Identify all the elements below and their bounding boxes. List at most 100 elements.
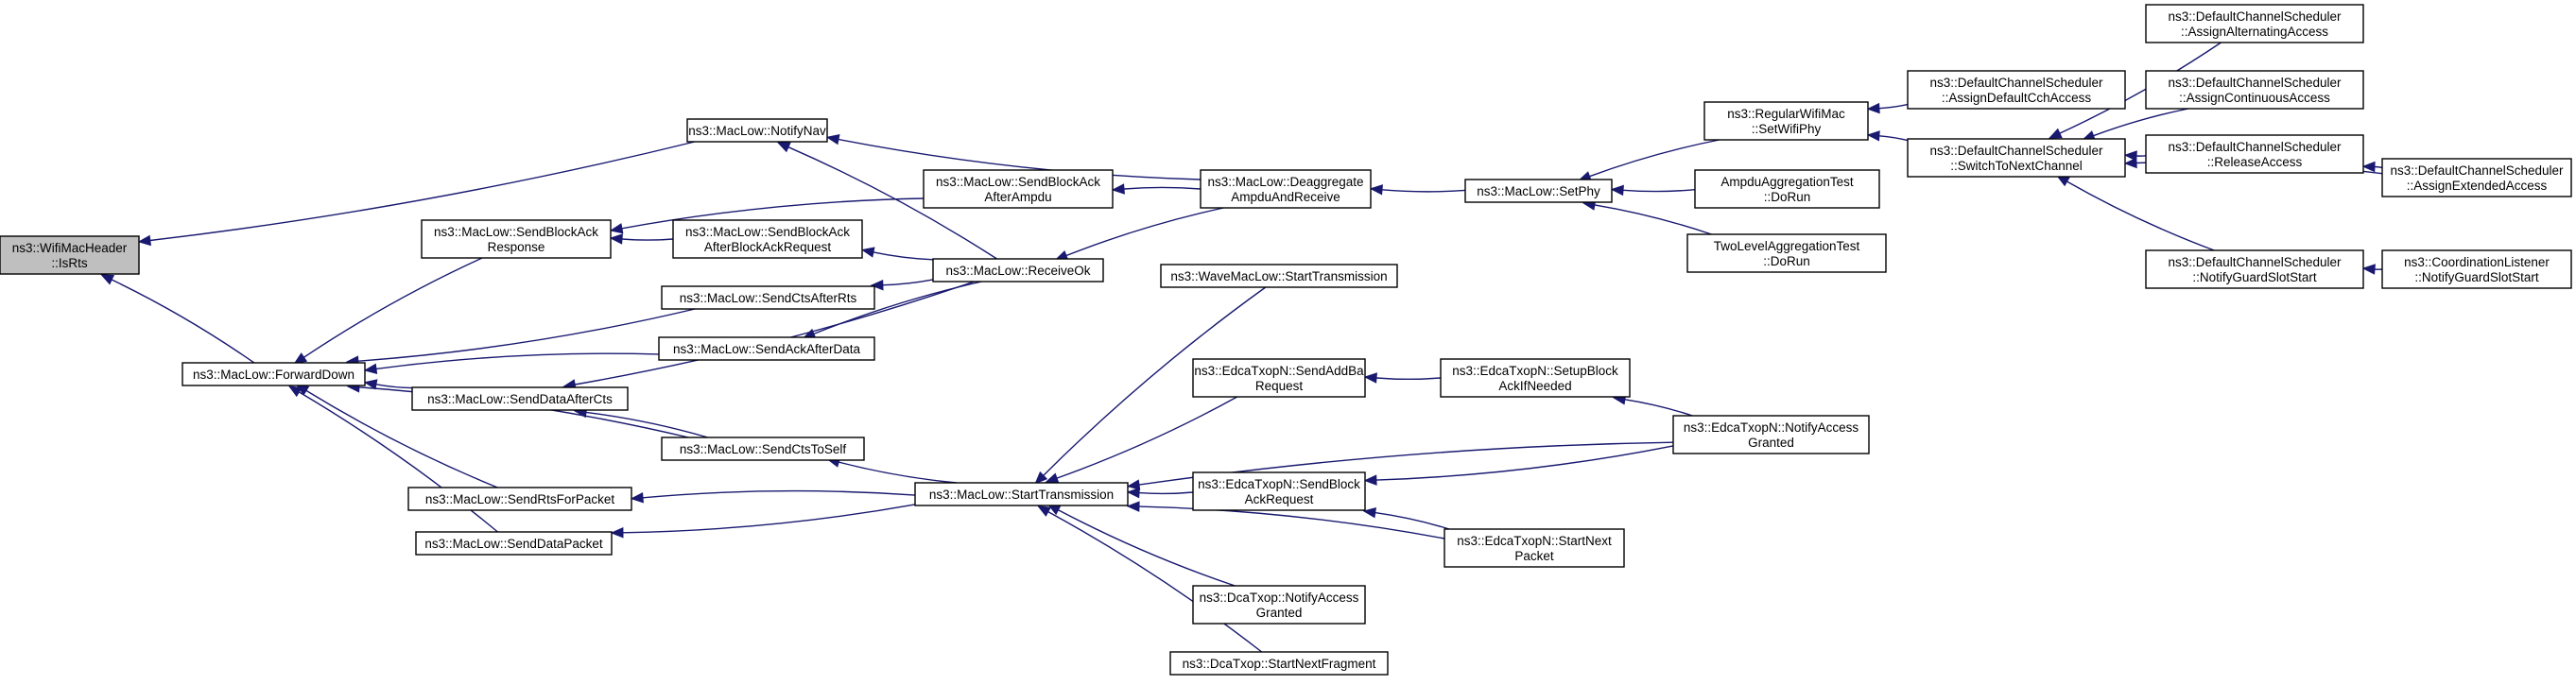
edge-line — [1138, 491, 1194, 495]
edge-twoleveltest-to-setphy — [1582, 199, 1712, 235]
edge-forwarddown-to-isrts — [100, 274, 255, 364]
node-label: ns3::MacLow::ForwardDown — [193, 368, 354, 382]
node-label: ns3::MacLow::SendDataPacket — [424, 537, 603, 551]
edge-line — [1056, 396, 1238, 479]
node-label: AmpduAggregationTest — [1720, 175, 1854, 189]
node-label: ::AssignContinuousAccess — [2179, 91, 2330, 105]
node-box — [411, 386, 629, 411]
edge-line — [1138, 505, 1445, 539]
node-label: ns3::RegularWifiMac — [1727, 107, 1845, 121]
node-sendctsafterrts[interactable]: ns3::MacLow::SendCtsAfterRts — [661, 285, 875, 310]
node-notifyguardslot[interactable]: ns3::DefaultChannelScheduler::NotifyGuar… — [2145, 249, 2364, 289]
node-label: TwoLevelAggregationTest — [1714, 239, 1860, 253]
node-senddataaftercts[interactable]: ns3::MacLow::SendDataAfterCts — [411, 386, 629, 411]
node-regularsetwifiphy[interactable]: ns3::RegularWifiMac::SetWifiPhy — [1703, 101, 1869, 141]
node-box — [1192, 358, 1366, 398]
edge-line — [298, 391, 498, 533]
node-label: ::NotifyGuardSlotStart — [2192, 270, 2317, 284]
node-box — [407, 487, 632, 511]
edge-dcanotifyaccess-to-starttransmission — [1046, 504, 1236, 587]
edge-line — [111, 279, 255, 364]
node-label: ns3::MacLow::SendAckAfterData — [673, 342, 861, 356]
node-assigndefaultcch[interactable]: ns3::DefaultChannelScheduler::AssignDefa… — [1907, 70, 2126, 110]
edge-line — [1375, 377, 1442, 381]
node-box — [1907, 70, 2126, 110]
arrowhead-icon — [1866, 130, 1880, 142]
node-box — [2381, 158, 2572, 197]
edge-edcanotifyaccess-to-setupblockack — [1612, 394, 1693, 417]
node-box — [914, 482, 1129, 506]
arrowhead-icon — [287, 385, 303, 398]
node-box — [2145, 134, 2364, 174]
node-box — [0, 235, 140, 275]
edge-dcastartnextfrag-to-starttransmission — [1037, 505, 1263, 653]
node-coordnotifyguard[interactable]: ns3::CoordinationListener::NotifyGuardSl… — [2381, 249, 2572, 289]
node-label: ns3::MacLow::SendBlockAck — [434, 225, 598, 239]
node-assigncontinuous[interactable]: ns3::DefaultChannelScheduler::AssignCont… — [2145, 70, 2364, 110]
edge-line — [873, 251, 934, 261]
node-switchtonext[interactable]: ns3::DefaultChannelScheduler::SwitchToNe… — [1907, 138, 2126, 178]
node-box — [421, 219, 612, 259]
node-label: ::ReleaseAccess — [2207, 155, 2303, 169]
node-label: ::SwitchToNextChannel — [1950, 159, 2083, 173]
node-label: ns3::DcaTxop::StartNextFragment — [1183, 657, 1376, 671]
node-assignextended[interactable]: ns3::DefaultChannelScheduler::AssignExte… — [2381, 158, 2572, 197]
arrowhead-icon — [2123, 150, 2137, 162]
edge-line — [2066, 180, 2215, 251]
edge-notifyguardslot-to-switchtonext — [2056, 175, 2215, 251]
node-box — [1703, 101, 1869, 141]
node-isrts[interactable]: ns3::WifiMacHeader::IsRts — [0, 235, 140, 275]
node-sendackafterdata[interactable]: ns3::MacLow::SendAckAfterData — [658, 336, 875, 361]
node-box — [2381, 249, 2572, 289]
node-sendblockackafterreq[interactable]: ns3::MacLow::SendBlockAckAfterBlockAckRe… — [672, 219, 863, 259]
node-releaseaccess[interactable]: ns3::DefaultChannelScheduler::ReleaseAcc… — [2145, 134, 2364, 174]
node-notifynav[interactable]: ns3::MacLow::NotifyNav — [686, 118, 828, 143]
edge-assignextended-to-releaseaccess — [2361, 161, 2383, 173]
node-forwarddown[interactable]: ns3::MacLow::ForwardDown — [182, 362, 366, 386]
edge-senddatapacket-to-forwarddown — [287, 385, 498, 533]
edge-releaseaccess-to-switchtonext — [2123, 150, 2147, 162]
arrowhead-icon — [1363, 474, 1377, 486]
node-dcastartnextfrag[interactable]: ns3::DcaTxop::StartNextFragment — [1169, 651, 1389, 676]
edge-sendblockackresp-to-forwarddown — [293, 257, 483, 365]
node-label: ::DoRun — [1763, 254, 1810, 268]
node-label: ns3::EdcaTxopN::SendBlock — [1198, 477, 1360, 491]
edge-line — [303, 257, 483, 358]
node-senddatapacket[interactable]: ns3::MacLow::SendDataPacket — [415, 531, 613, 556]
node-receiveok[interactable]: ns3::MacLow::ReceiveOk — [932, 258, 1104, 283]
node-box — [2145, 249, 2364, 289]
node-label: ns3::MacLow::NotifyNav — [688, 124, 826, 138]
edge-setphy-to-deaggregate — [1369, 184, 1466, 196]
node-label: ::AssignAlternatingAccess — [2181, 25, 2328, 39]
arrowhead-icon — [1126, 479, 1141, 490]
node-setphy[interactable]: ns3::MacLow::SetPhy — [1464, 179, 1613, 203]
edge-line — [1065, 207, 1224, 257]
arrowhead-icon — [2361, 264, 2376, 275]
node-sendrtsforpacket[interactable]: ns3::MacLow::SendRtsForPacket — [407, 487, 632, 511]
node-ampdutest[interactable]: AmpduAggregationTest::DoRun — [1694, 169, 1880, 209]
edge-sendblockackafterreq-to-sendblockackresp — [609, 233, 674, 245]
node-box — [923, 169, 1114, 209]
node-wavestarttx[interactable]: ns3::WaveMacLow::StartTransmission — [1160, 264, 1398, 288]
node-box — [2145, 70, 2364, 110]
edge-setupblockack-to-sendaddba — [1363, 372, 1442, 384]
node-assignalternating[interactable]: ns3::DefaultChannelScheduler::AssignAlte… — [2145, 4, 2364, 43]
edge-notifynav-to-isrts — [137, 141, 696, 247]
node-label: Granted — [1256, 606, 1303, 620]
edge-sendackafterdata-to-forwarddown — [363, 352, 660, 374]
node-starttransmission[interactable]: ns3::MacLow::StartTransmission — [914, 482, 1129, 506]
node-sendctstoself[interactable]: ns3::MacLow::SendCtsToSelf — [661, 437, 865, 461]
edge-line — [375, 352, 660, 370]
edge-assigndefaultcch-to-regularsetwifiphy — [1866, 102, 1909, 114]
node-label: AfterAmpdu — [984, 190, 1051, 204]
node-twoleveltest[interactable]: TwoLevelAggregationTest::DoRun — [1686, 233, 1887, 273]
